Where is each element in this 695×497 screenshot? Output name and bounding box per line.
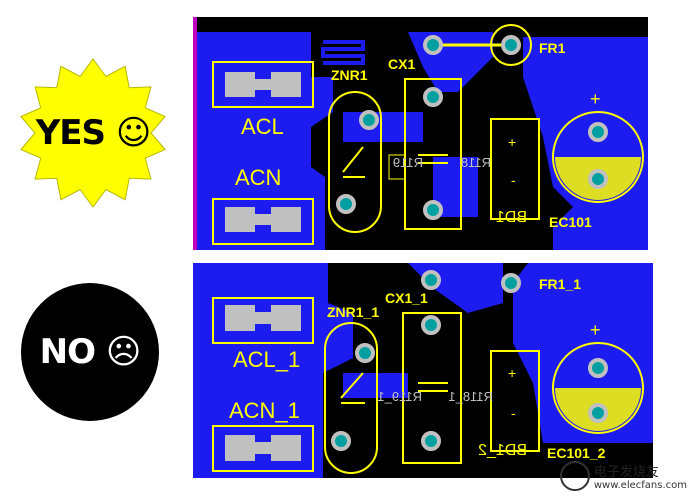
capacitor-outline [404, 78, 462, 230]
label-fr: FR1 [539, 40, 566, 56]
watermark-text: 电子发烧友 [593, 465, 659, 480]
yes-star-shape [20, 58, 166, 208]
rectifier-outline [490, 118, 540, 220]
no-circle-shape [21, 283, 159, 421]
capacitor-symbol [418, 382, 448, 392]
no-label: NO ☹ [39, 332, 142, 372]
connector-acl [212, 297, 314, 344]
capacitor-outline [402, 312, 462, 464]
label-cx: CX1 [388, 56, 415, 72]
label-acn: ACN_1 [229, 398, 300, 423]
board-edge [193, 17, 197, 250]
connector-acl [212, 61, 314, 108]
resistor-pad [388, 154, 406, 180]
label-acl: ACL [241, 114, 284, 139]
label-bd-minus: - [511, 172, 516, 188]
label-plus: + [590, 320, 601, 340]
copper-trace-mid [343, 373, 408, 398]
varistor-symbol [342, 146, 365, 178]
label-acl: ACL_1 [233, 347, 300, 372]
varistor-symbol [340, 372, 365, 404]
label-r118: R118 [461, 155, 491, 170]
rectifier-outline [490, 350, 540, 452]
connector-acn [212, 425, 314, 472]
pcb-top-board: ACL ACN ZNR1 CX1 FR1 BD1 EC101 R119 R118… [193, 17, 648, 250]
label-ec: EC101_2 [547, 445, 606, 461]
pad-group [336, 35, 608, 220]
label-bd-plus: + [508, 134, 516, 150]
varistor-outline [324, 322, 378, 474]
yes-label: YES ☺ [35, 113, 152, 153]
watermark: 电子发烧友 www.elecfans.com [559, 461, 687, 491]
yes-badge: YES ☺ [18, 58, 168, 208]
label-r119: R119 [393, 155, 423, 170]
connector-acn [212, 198, 314, 245]
pcb-bottom-board: ACL_1 ACN_1 ZNR1_1 CX1_1 FR1_1 BD1_2 EC1… [193, 263, 653, 478]
copper-trace-low [433, 157, 478, 217]
no-badge: NO ☹ [20, 282, 160, 422]
watermark-sub: www.elecfans.com [593, 480, 687, 491]
label-znr: ZNR1 [331, 67, 368, 83]
watermark-logo-icon [559, 461, 590, 491]
label-bd: BD1_2 [478, 442, 527, 459]
label-bd: BD1 [496, 209, 527, 226]
capacitor-symbol [418, 154, 448, 164]
spark-gap-trace [321, 40, 365, 65]
fuse-outline [490, 24, 532, 66]
label-fr: FR1_1 [539, 276, 581, 292]
pad-group [331, 270, 608, 451]
label-bd-minus: - [511, 405, 516, 421]
label-plus: + [590, 89, 601, 109]
varistor-outline [328, 91, 382, 233]
label-bd-plus: + [508, 365, 516, 381]
label-znr: ZNR1_1 [327, 304, 379, 320]
label-cx: CX1_1 [385, 290, 428, 306]
copper-trace-mid [343, 112, 423, 142]
label-r118: R118_1 [448, 389, 493, 404]
label-r119: R119_1 [377, 389, 422, 404]
label-acn: ACN [235, 165, 281, 190]
label-ec: EC101 [549, 214, 592, 230]
